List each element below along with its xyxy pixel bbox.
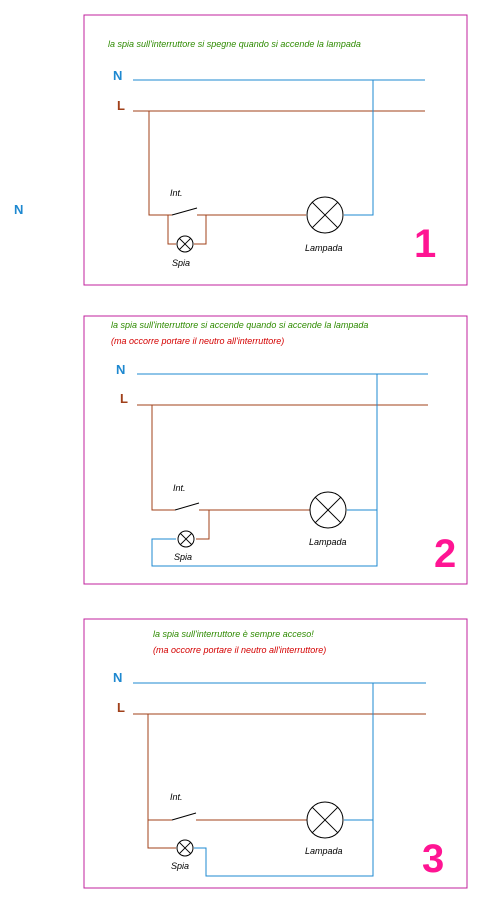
line-label: L [117, 98, 125, 113]
neutral-label: N [113, 670, 122, 685]
panel-caption: la spia sull'interruttore si spegne quan… [108, 39, 361, 49]
panel-frame [83, 315, 468, 585]
line-label: L [120, 391, 128, 406]
panel-number: 1 [414, 222, 436, 266]
panel-number: 3 [422, 837, 444, 881]
pilot-label: Spia [174, 552, 192, 562]
lamp-icon [309, 491, 347, 529]
switch-contact [171, 207, 198, 216]
panel-frame [83, 618, 468, 889]
line-drop [148, 111, 172, 216]
pilot-wire-left [167, 215, 176, 245]
pilot-label: Spia [172, 258, 190, 268]
pilot-lamp-icon [176, 235, 194, 253]
neutral-drop [347, 374, 378, 511]
panel-caption-note: (ma occorre portare il neutro all'interr… [153, 645, 326, 655]
panel-caption: la spia sull'interruttore si accende qua… [111, 320, 368, 330]
line-to-pilot [147, 820, 176, 849]
switch-label: Int. [170, 792, 183, 802]
lamp-label: Lampada [309, 537, 347, 547]
neutral-label: N [116, 362, 125, 377]
pilot-wire [196, 510, 210, 540]
lamp-icon [306, 196, 344, 234]
lamp-icon [306, 801, 344, 839]
neutral-to-pilot [194, 820, 374, 877]
neutral-label: N [113, 68, 122, 83]
line-drop [151, 405, 175, 511]
panel-caption: la spia sull'interruttore è sempre acces… [153, 629, 314, 639]
switch-contact [174, 502, 200, 511]
pilot-label: Spia [171, 861, 189, 871]
switch-label: Int. [170, 188, 183, 198]
neutral-drop [344, 683, 374, 821]
line-drop [147, 714, 172, 821]
lamp-label: Lampada [305, 846, 343, 856]
pilot-lamp-icon [177, 530, 195, 548]
pilot-wire-right [194, 215, 207, 245]
panel-2: la spia sull'interruttore si accende qua… [83, 315, 468, 585]
panel-3: la spia sull'interruttore è sempre acces… [83, 618, 468, 889]
line-label: L [117, 700, 125, 715]
panel-number: 2 [434, 532, 456, 576]
switch-label: Int. [173, 483, 186, 493]
neutral-to-pilot [151, 510, 378, 567]
lamp-label: Lampada [305, 243, 343, 253]
panel-frame [83, 14, 468, 286]
neutral-drop [344, 80, 374, 216]
pilot-lamp-icon [176, 839, 194, 857]
side-neutral-label: N [14, 202, 23, 217]
switch-contact [171, 812, 197, 821]
panel-1: la spia sull'interruttore si spegne quan… [83, 14, 468, 286]
panel-caption-note: (ma occorre portare il neutro all'interr… [111, 336, 284, 346]
